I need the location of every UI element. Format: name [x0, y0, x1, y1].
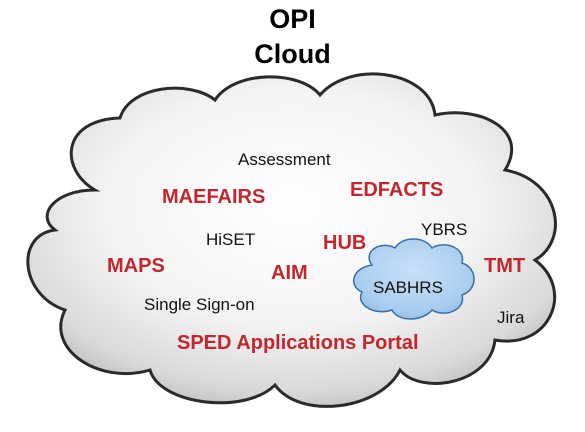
- app-aim: AIM: [271, 262, 308, 284]
- app-maps: MAPS: [107, 255, 165, 277]
- diagram-title-line1: OPI: [269, 4, 316, 34]
- app-hiset: HiSET: [206, 230, 256, 249]
- app-tmt: TMT: [484, 255, 526, 277]
- main-cloud-shape: [26, 72, 557, 408]
- app-sabhrs: SABHRS: [373, 278, 443, 297]
- app-maefairs: MAEFAIRS: [162, 186, 266, 208]
- sabhrs-cloud-shape: [352, 238, 475, 320]
- app-hub: HUB: [323, 232, 367, 254]
- app-jira: Jira: [497, 308, 525, 327]
- app-single-sign-on: Single Sign-on: [144, 295, 255, 314]
- app-edfacts: EDFACTS: [350, 179, 444, 201]
- diagram-title-line2: Cloud: [254, 39, 331, 69]
- app-assessment: Assessment: [238, 150, 331, 169]
- app-sped-applications-portal: SPED Applications Portal: [177, 332, 419, 354]
- app-ybrs: YBRS: [421, 220, 468, 239]
